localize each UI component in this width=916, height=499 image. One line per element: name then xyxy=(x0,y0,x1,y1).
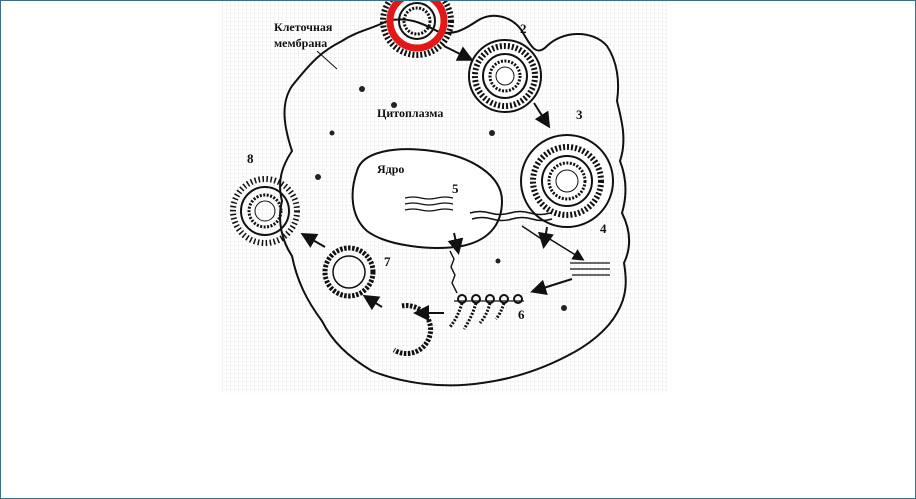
step-number-8: 8 xyxy=(247,151,254,166)
rna-strands-step-5 xyxy=(404,196,454,212)
cell-diagram: Клеточная мембрана Цитоплазма Ядро 2 3 4… xyxy=(222,1,667,393)
step-number-6: 6 xyxy=(518,307,525,322)
arrow-assembly-7 xyxy=(362,294,383,311)
arrow-1-2 xyxy=(443,45,474,61)
virion-step-3 xyxy=(520,134,614,228)
capsid-assembly xyxy=(392,303,434,357)
cell-diagram-svg: Клеточная мембрана Цитоплазма Ядро 2 3 4… xyxy=(222,1,667,393)
label-membrane-line1: Клеточная xyxy=(274,20,333,34)
ribosomes-step-6 xyxy=(448,294,524,330)
step-number-5: 5 xyxy=(452,181,459,196)
label-membrane-line2: мембрана xyxy=(274,36,327,50)
step-number-4: 4 xyxy=(600,221,607,236)
virion-step-2 xyxy=(468,39,542,113)
step-number-2: 2 xyxy=(520,21,527,36)
membrane-pointer xyxy=(316,50,338,70)
cytoplasm-particles xyxy=(315,86,567,311)
step-number-7: 7 xyxy=(384,254,391,269)
rna-strands-step-4 xyxy=(469,210,610,276)
label-nucleus: Ядро xyxy=(377,162,404,176)
capsid-step-7 xyxy=(322,245,376,299)
arrow-7-8 xyxy=(300,233,326,248)
rna-transport-strand xyxy=(449,250,458,294)
arrow-5-down xyxy=(447,232,464,255)
cell-membrane xyxy=(279,14,630,387)
arrow-4-6 xyxy=(530,278,573,296)
step-number-3: 3 xyxy=(576,107,583,122)
arrow-2-3 xyxy=(533,102,551,129)
label-cytoplasm: Цитоплазма xyxy=(377,106,443,120)
virion-step-1 xyxy=(380,1,454,58)
virion-step-8 xyxy=(230,176,300,246)
